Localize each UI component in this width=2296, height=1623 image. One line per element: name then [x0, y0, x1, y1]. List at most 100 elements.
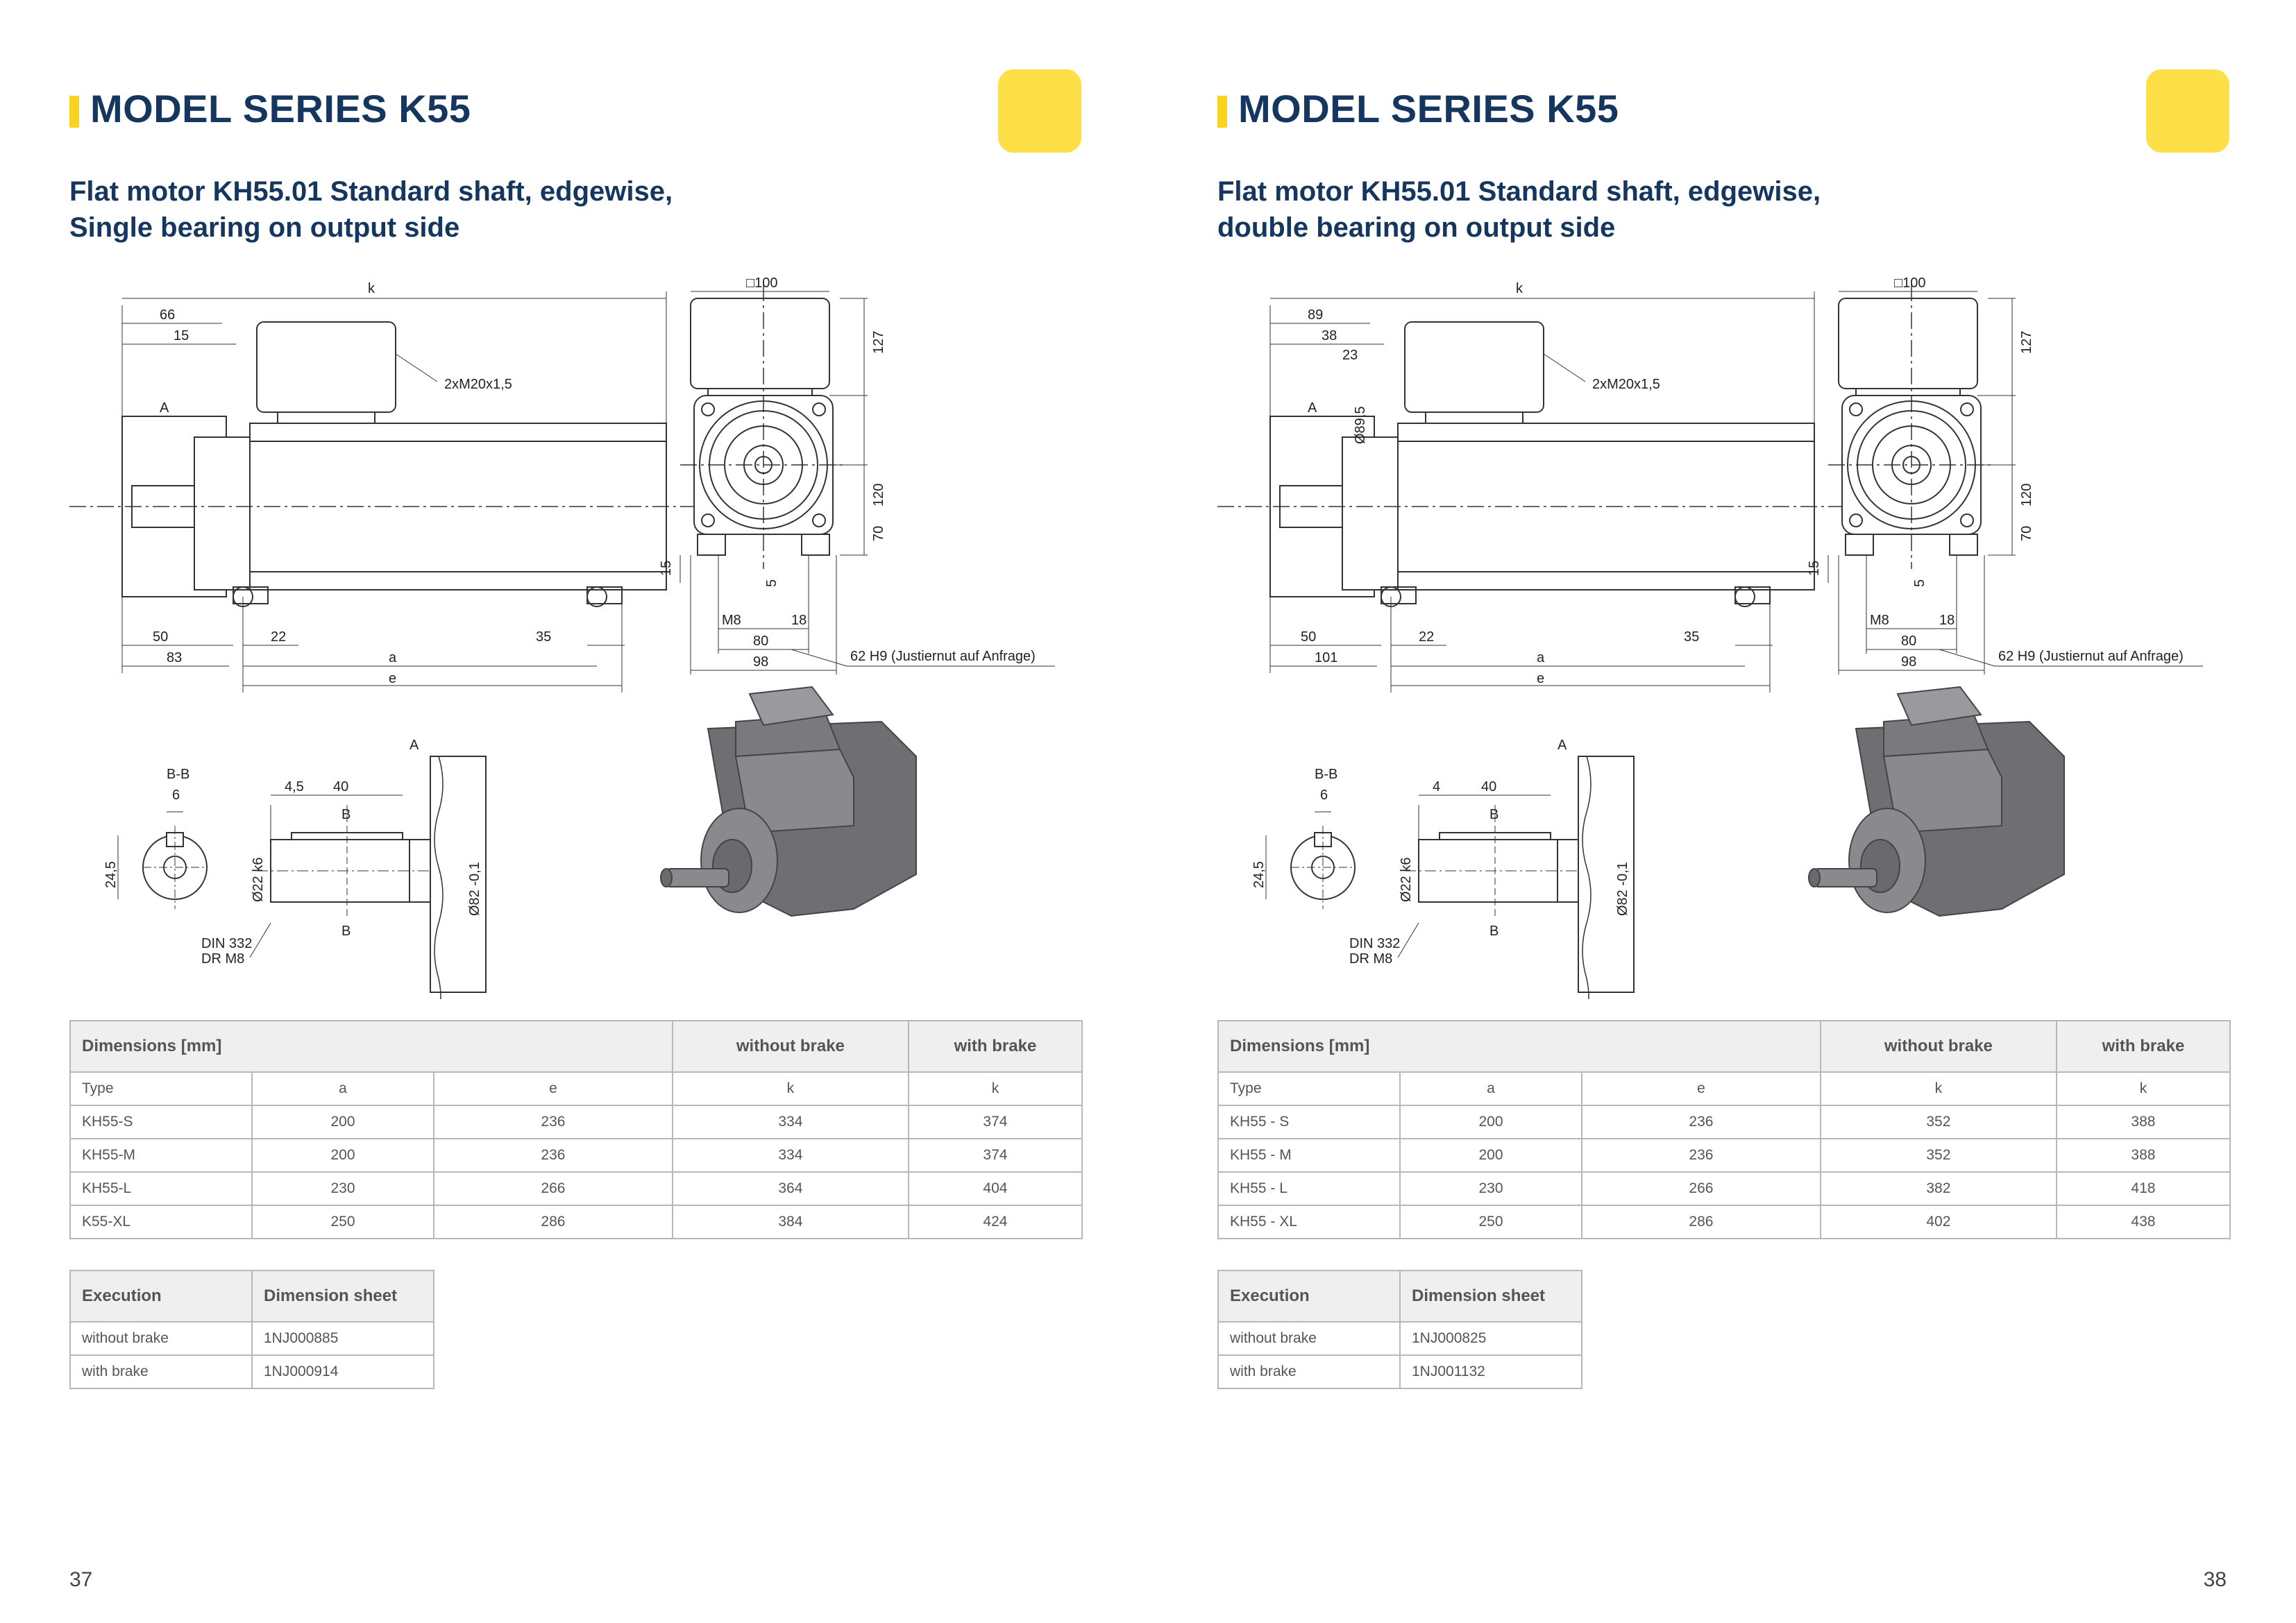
din-callout-line-2: DR M8: [1349, 951, 1392, 967]
cell-e: 286: [1581, 1205, 1821, 1239]
exec-header-dimension-sheet: Dimension sheet: [251, 1270, 434, 1323]
cell-execution: with brake: [69, 1354, 253, 1389]
col-a: a: [251, 1071, 434, 1106]
dims-header-with-brake: with brake: [2055, 1020, 2231, 1073]
technical-drawing: k 66 15 2xM20x1,5 A 50 22 a 35 83 e: [69, 278, 1097, 999]
dim-24-5: 24,5: [103, 861, 119, 888]
yellow-tab-marker: [998, 69, 1081, 153]
title-accent-bar: [69, 96, 79, 128]
dim-k: k: [1516, 281, 1523, 296]
dim-flange-offset: 83: [167, 650, 182, 665]
cell-k-without: 364: [671, 1171, 909, 1206]
dims-header-dimensions: Dimensions [mm]: [69, 1020, 673, 1073]
dim-70: 70: [2019, 526, 2034, 541]
col-k-without: k: [671, 1071, 909, 1106]
cell-type: KH55 - M: [1217, 1138, 1401, 1173]
shaft-diameter: Ø22 k6: [1399, 858, 1414, 902]
yellow-tab-marker: [2146, 69, 2229, 153]
cell-e: 236: [433, 1105, 673, 1139]
dim-key-width: 6: [1320, 788, 1328, 803]
dim-22: 22: [271, 629, 286, 645]
dims-column-row: Type a e k k: [69, 1071, 1083, 1106]
cell-a: 250: [251, 1205, 434, 1239]
product-subtitle: Flat motor KH55.01 Standard shaft, edgew…: [1217, 173, 2120, 246]
cell-a: 200: [1399, 1105, 1582, 1139]
title-accent-bar: [1217, 96, 1227, 128]
shaft-diameter: Ø22 k6: [251, 858, 266, 902]
product-subtitle: Flat motor KH55.01 Standard shaft, edgew…: [69, 173, 972, 246]
dim-5: 5: [764, 579, 779, 587]
dim-98: 98: [753, 654, 768, 670]
cell-k-without: 402: [1819, 1205, 2057, 1239]
dims-header-row: Dimensions [mm] without brake with brake: [69, 1020, 1083, 1073]
section-label: B-B: [167, 767, 189, 782]
col-k-with: k: [2055, 1071, 2231, 1106]
dim-square-100: □100: [1894, 278, 1925, 291]
dims-header-with-brake: with brake: [907, 1020, 1083, 1073]
motor-3d-render: [1808, 686, 2065, 917]
col-e: e: [1581, 1071, 1821, 1106]
cell-e: 286: [433, 1205, 673, 1239]
section-mark-b-bottom: B: [1489, 924, 1499, 939]
cell-e: 236: [1581, 1138, 1821, 1173]
col-type: Type: [69, 1071, 253, 1106]
cell-execution: with brake: [1217, 1354, 1401, 1389]
exec-header-execution: Execution: [69, 1270, 253, 1323]
cell-execution: without brake: [69, 1321, 253, 1356]
dimensions-table: Dimensions [mm] without brake with brake…: [69, 1020, 1083, 1239]
dims-header-row: Dimensions [mm] without brake with brake: [1217, 1020, 2231, 1073]
subtitle-line-1: Flat motor KH55.01 Standard shaft, edgew…: [1217, 176, 1821, 207]
dim-bearing-dia: Ø89,5: [1353, 407, 1368, 444]
dim-35: 35: [1684, 629, 1699, 645]
dim-50: 50: [1301, 629, 1316, 645]
page-number: 38: [2203, 1568, 2227, 1591]
front-view-drawing: [679, 284, 1055, 674]
front-view-drawing: [1827, 284, 2203, 674]
series-title: MODEL SERIES K55: [1238, 87, 1619, 130]
dim-80: 80: [1901, 634, 1916, 649]
dim-offset-3: 23: [1342, 348, 1358, 363]
exec-header-execution: Execution: [1217, 1270, 1401, 1323]
view-label-a: A: [160, 400, 169, 416]
cell-dimension-sheet: 1NJ000885: [251, 1321, 434, 1356]
cell-dimension-sheet: 1NJ001132: [1399, 1354, 1582, 1389]
dim-square-100: □100: [746, 278, 777, 291]
dim-35: 35: [536, 629, 551, 645]
section-mark-b-top: B: [1489, 807, 1499, 822]
cell-k-with: 388: [2055, 1138, 2231, 1173]
dim-127: 127: [871, 331, 886, 354]
fit-callout: 62 H9 (Justiernut auf Anfrage): [1998, 649, 2184, 664]
dim-key-width: 6: [172, 788, 180, 803]
dim-40: 40: [1481, 779, 1496, 794]
page-right: MODEL SERIES K55 Flat motor KH55.01 Stan…: [1148, 0, 2296, 1623]
cell-k-without: 382: [1819, 1171, 2057, 1206]
col-e: e: [433, 1071, 673, 1106]
dim-24-5: 24,5: [1251, 861, 1267, 888]
dim-a: a: [389, 650, 397, 665]
dim-flange-offset: 101: [1315, 650, 1337, 665]
dim-80: 80: [753, 634, 768, 649]
fit-callout: 62 H9 (Justiernut auf Anfrage): [850, 649, 1036, 664]
view-label-a-2: A: [410, 738, 419, 753]
dim-22: 22: [1419, 629, 1434, 645]
cell-k-with: 438: [2055, 1205, 2231, 1239]
cell-a: 230: [1399, 1171, 1582, 1206]
cell-dimension-sheet: 1NJ000825: [1399, 1321, 1582, 1356]
thread-m8: M8: [722, 613, 741, 628]
din-callout-line-1: DIN 332: [201, 936, 252, 951]
cell-type: KH55-L: [69, 1171, 253, 1206]
view-label-a-2: A: [1558, 738, 1567, 753]
dims-column-row: Type a e k k: [1217, 1071, 2231, 1106]
cell-type: KH55 - S: [1217, 1105, 1401, 1139]
cell-a: 200: [251, 1138, 434, 1173]
dims-header-dimensions: Dimensions [mm]: [1217, 1020, 1821, 1073]
view-label-a: A: [1308, 400, 1317, 416]
